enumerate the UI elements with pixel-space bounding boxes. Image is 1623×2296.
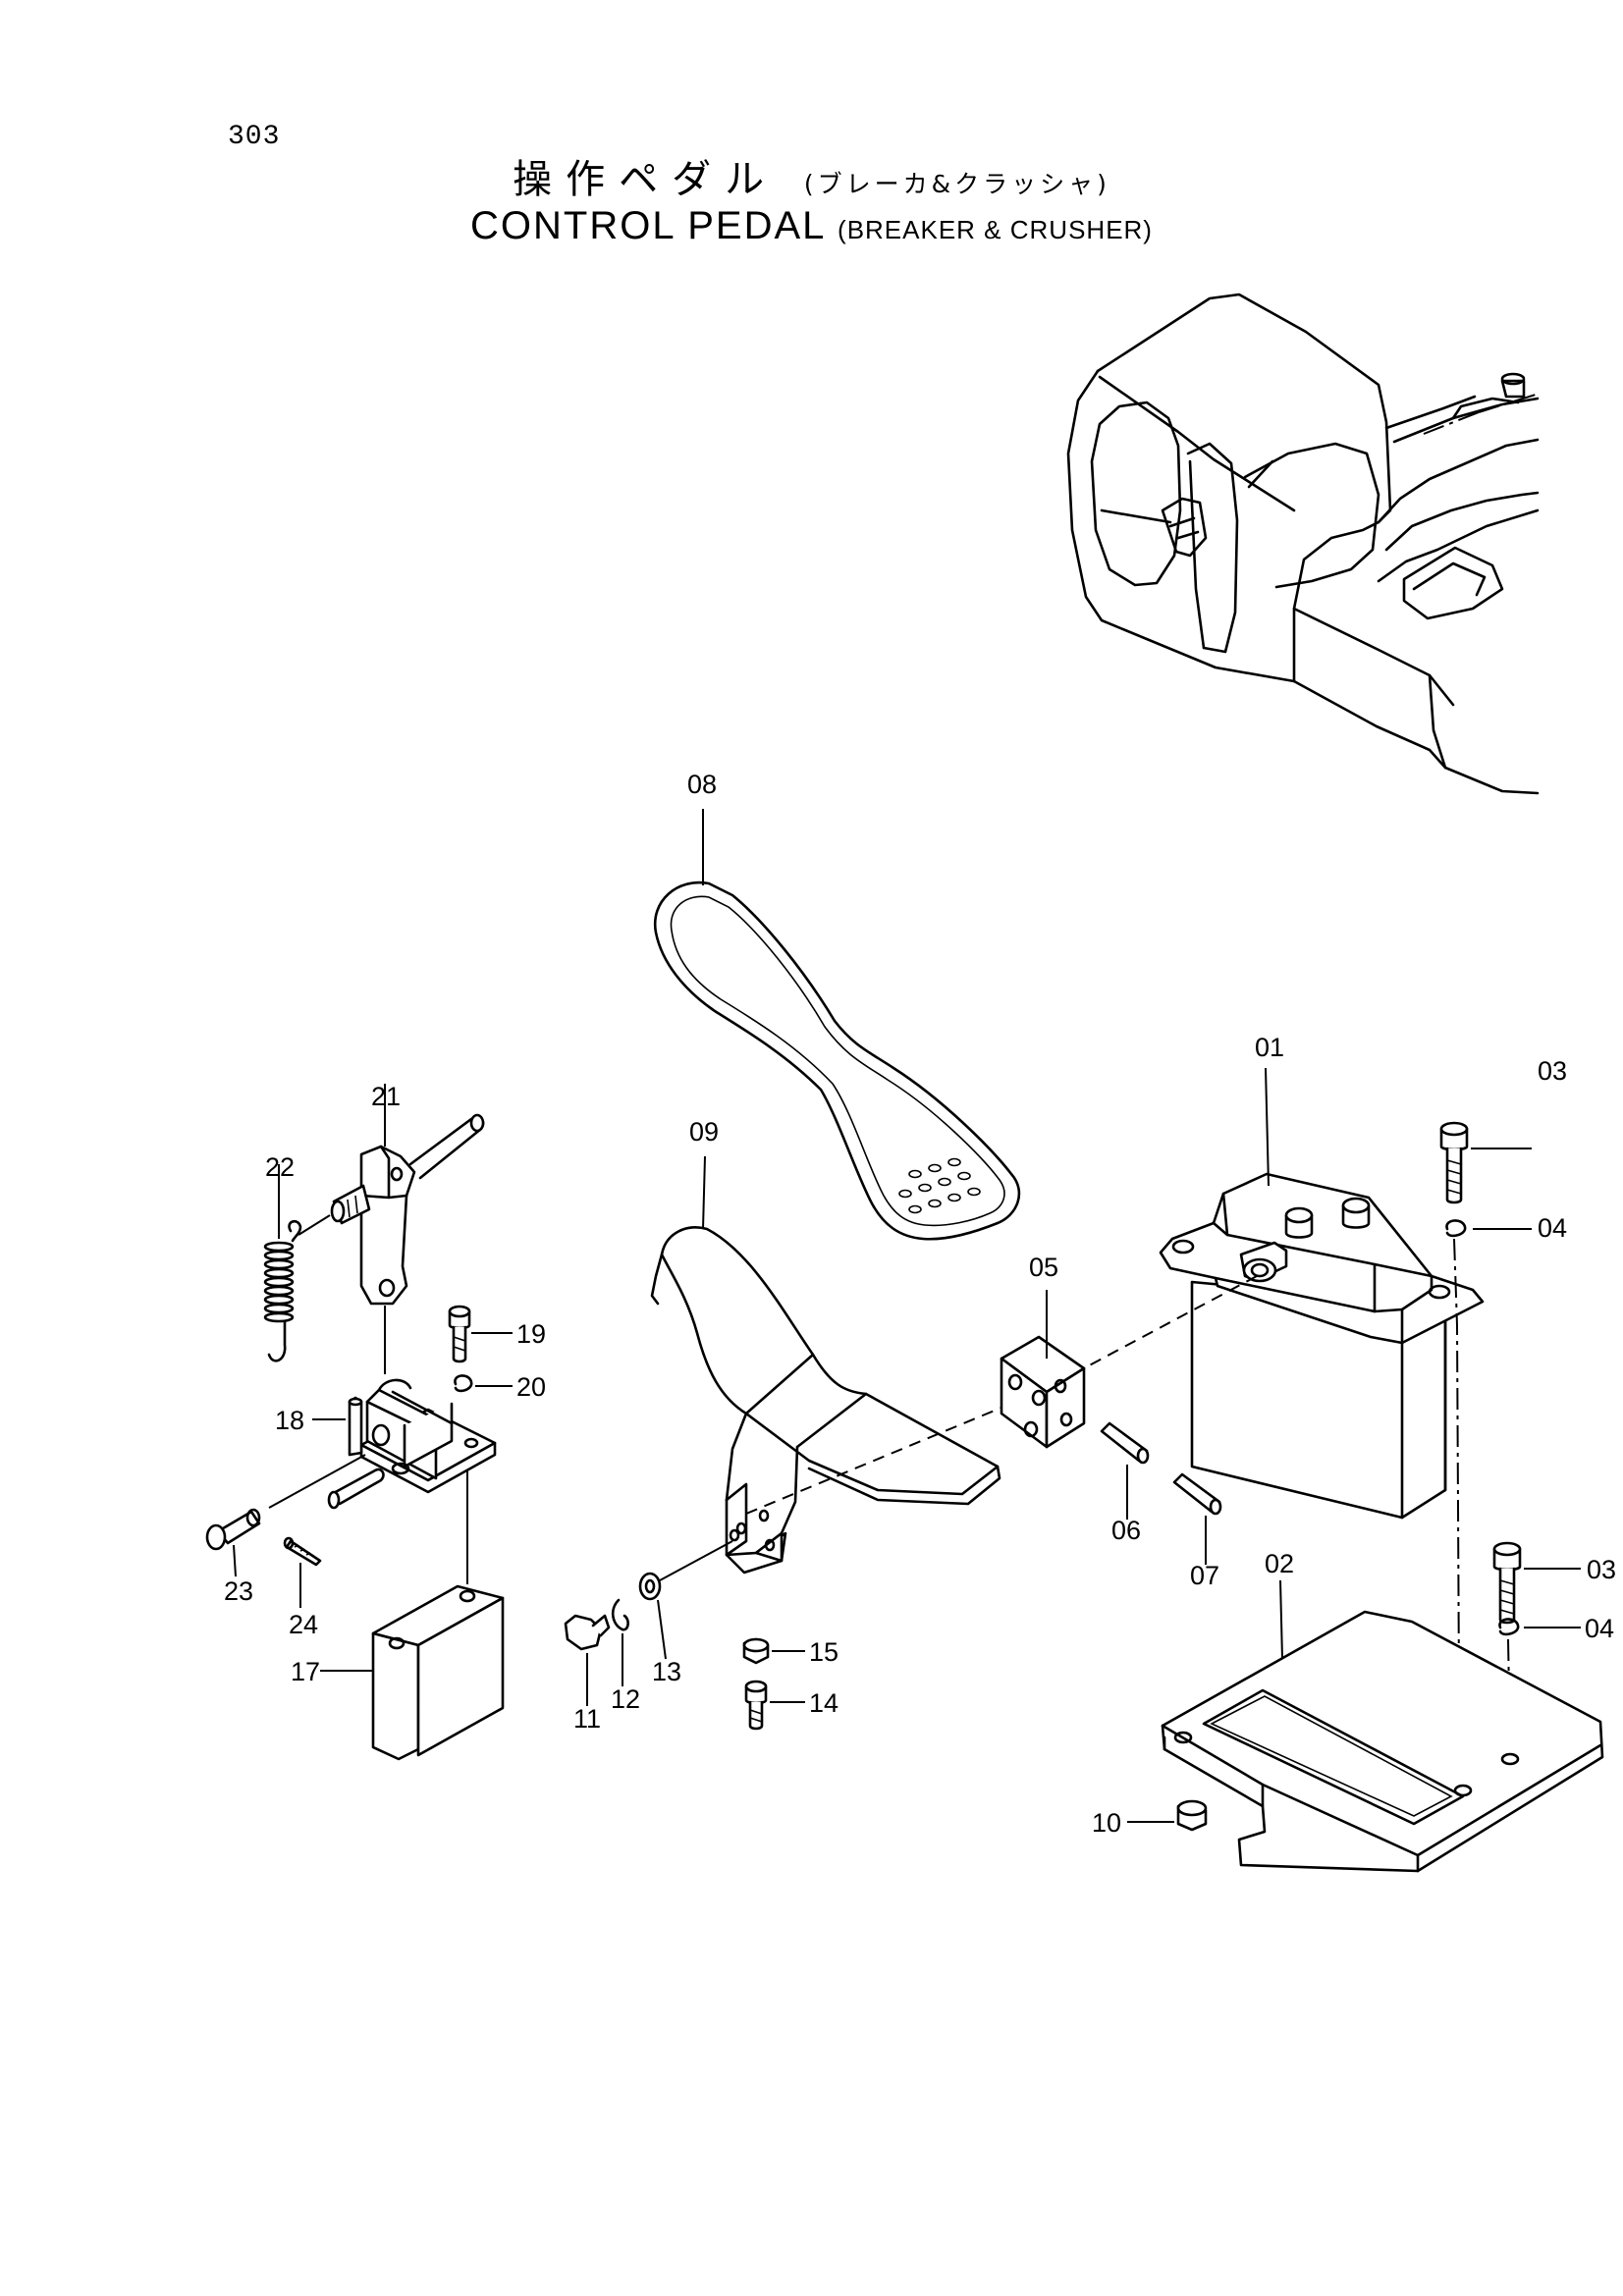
part-22-spring [263, 1164, 331, 1362]
part-14-bolt [744, 1680, 805, 1731]
callout-04-lower: 04 [1585, 1614, 1614, 1643]
title-english-sub: (BREAKER & CRUSHER) [838, 215, 1153, 244]
callout-02: 02 [1265, 1549, 1294, 1578]
callout-09: 09 [689, 1117, 719, 1147]
part-20-washer [454, 1374, 513, 1393]
page-title-japanese: 操作ペダル (ブレーカ&クラッシャ) [0, 147, 1623, 204]
callout-24: 24 [289, 1610, 318, 1639]
callout-12: 12 [611, 1684, 640, 1714]
callout-19: 19 [516, 1319, 546, 1349]
callout-08: 08 [687, 770, 717, 799]
callout-01: 01 [1255, 1033, 1284, 1062]
part-13-washer [638, 1572, 667, 1660]
excavator-cab-location-view [1066, 293, 1540, 795]
part-17-block [320, 1470, 505, 1761]
page-number: 303 [228, 122, 281, 152]
callout-05: 05 [1029, 1253, 1058, 1282]
part-03-bolt-upper [1439, 1121, 1532, 1204]
part-18-bracket [268, 1378, 497, 1510]
title-japanese-main: 操作ペダル [513, 157, 779, 202]
callout-21: 21 [371, 1082, 401, 1111]
callout-06: 06 [1111, 1516, 1141, 1545]
part-07-pin [1172, 1472, 1222, 1565]
callout-03-upper: 03 [1538, 1056, 1567, 1086]
page-title-english: CONTROL PEDAL (BREAKER & CRUSHER) [0, 204, 1623, 248]
callout-07: 07 [1190, 1561, 1219, 1590]
callout-13: 13 [652, 1657, 681, 1686]
part-03-bolt-lower [1492, 1541, 1581, 1625]
callout-17: 17 [291, 1657, 320, 1686]
callout-14: 14 [809, 1688, 839, 1718]
part-21-lever [330, 1084, 485, 1374]
part-05-block [1000, 1290, 1086, 1449]
callout-labels: 01 02 03 04 03 04 05 06 07 08 09 10 11 1… [224, 770, 1616, 1838]
axis-line-13-to-09 [659, 1540, 733, 1581]
callout-11: 11 [573, 1704, 601, 1734]
callout-20: 20 [516, 1372, 546, 1402]
part-11-bolt [564, 1614, 611, 1706]
title-japanese-sub: (ブレーカ&クラッシャ) [803, 170, 1110, 198]
part-08-pedal-rubber [653, 809, 1021, 1241]
callout-22: 22 [265, 1152, 295, 1182]
callout-10: 10 [1092, 1808, 1121, 1838]
callout-18: 18 [275, 1406, 304, 1435]
part-10-nut [1127, 1799, 1208, 1832]
part-09-pedal [650, 1155, 1002, 1575]
callout-23: 23 [224, 1576, 253, 1606]
callout-04-upper: 04 [1538, 1213, 1567, 1243]
part-23-pin [205, 1508, 261, 1577]
part-04-washer-lower [1498, 1618, 1581, 1636]
part-15-nut [742, 1637, 805, 1665]
part-01-pilot-valve [1079, 1067, 1485, 1520]
part-02-mounting-plate [1161, 1579, 1604, 1873]
part-04-washer-upper [1445, 1219, 1532, 1238]
title-english-main: CONTROL PEDAL [470, 204, 825, 247]
part-24-cotter-pin [283, 1536, 322, 1608]
part-19-bolt [448, 1305, 513, 1363]
part-06-pin [1100, 1421, 1150, 1520]
part-12-lock-washer [611, 1598, 629, 1686]
callout-03-lower: 03 [1587, 1555, 1616, 1584]
callout-15: 15 [809, 1637, 839, 1667]
